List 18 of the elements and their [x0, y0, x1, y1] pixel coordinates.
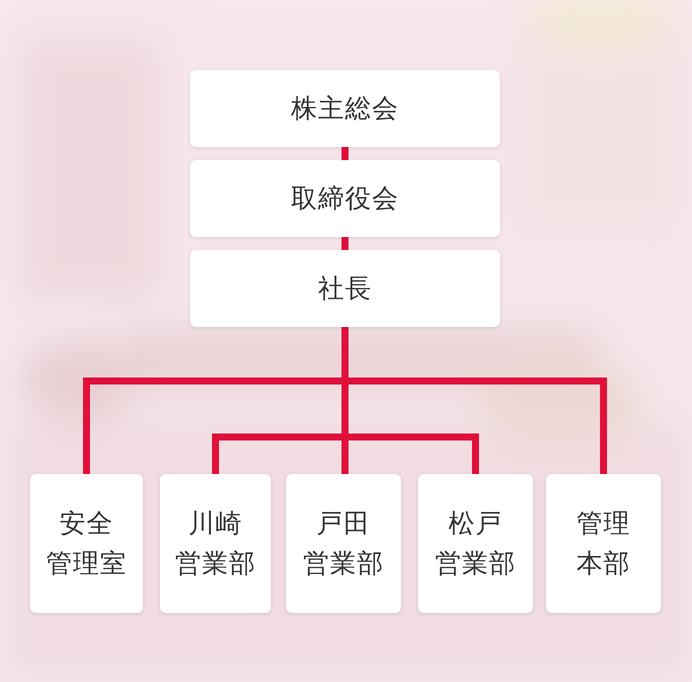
box-label: 川崎営業部	[175, 508, 256, 580]
connector-line	[342, 147, 348, 160]
box-label: 安全管理室	[46, 508, 127, 580]
org-box	[190, 160, 500, 237]
org-box	[286, 474, 401, 613]
org-box	[418, 474, 533, 613]
box-label: 松戸営業部	[435, 508, 516, 580]
box-label: 株主総会	[291, 92, 399, 126]
org-box	[190, 250, 500, 327]
box-label: 管理本部	[576, 508, 630, 580]
connector-line	[342, 237, 348, 250]
org-box	[190, 70, 500, 147]
box-label: 取締役会	[291, 182, 399, 216]
org-box	[160, 474, 271, 613]
box-label: 社長	[318, 272, 372, 306]
box-label: 戸田営業部	[303, 508, 384, 580]
org-box	[30, 474, 143, 613]
org-box	[546, 474, 661, 613]
